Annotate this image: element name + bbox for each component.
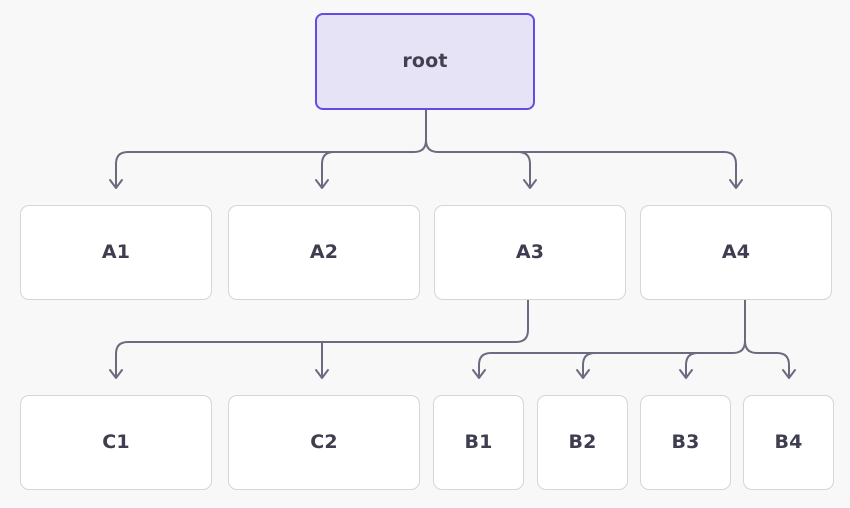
node-label-a4: A4: [721, 241, 751, 263]
edge-root-trunk: [425, 109, 439, 153]
node-label-c2: C2: [310, 431, 338, 453]
edge-root-a4: [437, 151, 737, 187]
node-a1[interactable]: A1: [20, 205, 212, 300]
node-a3[interactable]: A3: [434, 205, 626, 300]
node-label-c1: C1: [102, 431, 130, 453]
edge-root-trunk-left: [413, 109, 427, 153]
node-b1[interactable]: B1: [433, 395, 524, 490]
edge-root-a1: [115, 151, 415, 187]
arrowhead-root-a4: [729, 179, 743, 189]
node-a4[interactable]: A4: [640, 205, 832, 300]
node-a2[interactable]: A2: [228, 205, 420, 300]
node-b4[interactable]: B4: [743, 395, 834, 490]
node-label-a2: A2: [309, 241, 339, 263]
arrowhead-a3-c1: [109, 369, 123, 379]
edge-root-a3: [437, 151, 531, 187]
node-c1[interactable]: C1: [20, 395, 212, 490]
edge-a4-b2: [582, 352, 734, 377]
edge-a4-trunk-left: [732, 299, 746, 354]
node-label-b2: B2: [568, 431, 597, 453]
node-label-b3: B3: [671, 431, 700, 453]
arrowhead-a4-b3: [679, 369, 693, 379]
node-root[interactable]: root: [315, 13, 535, 110]
node-label-a1: A1: [101, 241, 131, 263]
node-c2[interactable]: C2: [228, 395, 420, 490]
edge-a4-trunk-right: [744, 299, 758, 354]
arrowhead-a4-b4: [782, 369, 796, 379]
edge-root-a2: [321, 151, 415, 187]
arrowhead-root-a2: [315, 179, 329, 189]
arrowhead-a4-b2: [576, 369, 590, 379]
arrowhead-root-a3: [523, 179, 537, 189]
edge-a4-b1: [478, 352, 734, 377]
node-label-b4: B4: [774, 431, 803, 453]
node-label-b1: B1: [464, 431, 493, 453]
arrowhead-root-a1: [109, 179, 123, 189]
node-b2[interactable]: B2: [537, 395, 628, 490]
node-label-root: root: [402, 50, 448, 72]
arrowhead-a3-c2: [315, 369, 329, 379]
arrowhead-a4-b1: [472, 369, 486, 379]
edge-a4-b4: [756, 352, 790, 377]
node-label-a3: A3: [515, 241, 545, 263]
node-b3[interactable]: B3: [640, 395, 731, 490]
edge-a4-b3: [685, 352, 734, 377]
